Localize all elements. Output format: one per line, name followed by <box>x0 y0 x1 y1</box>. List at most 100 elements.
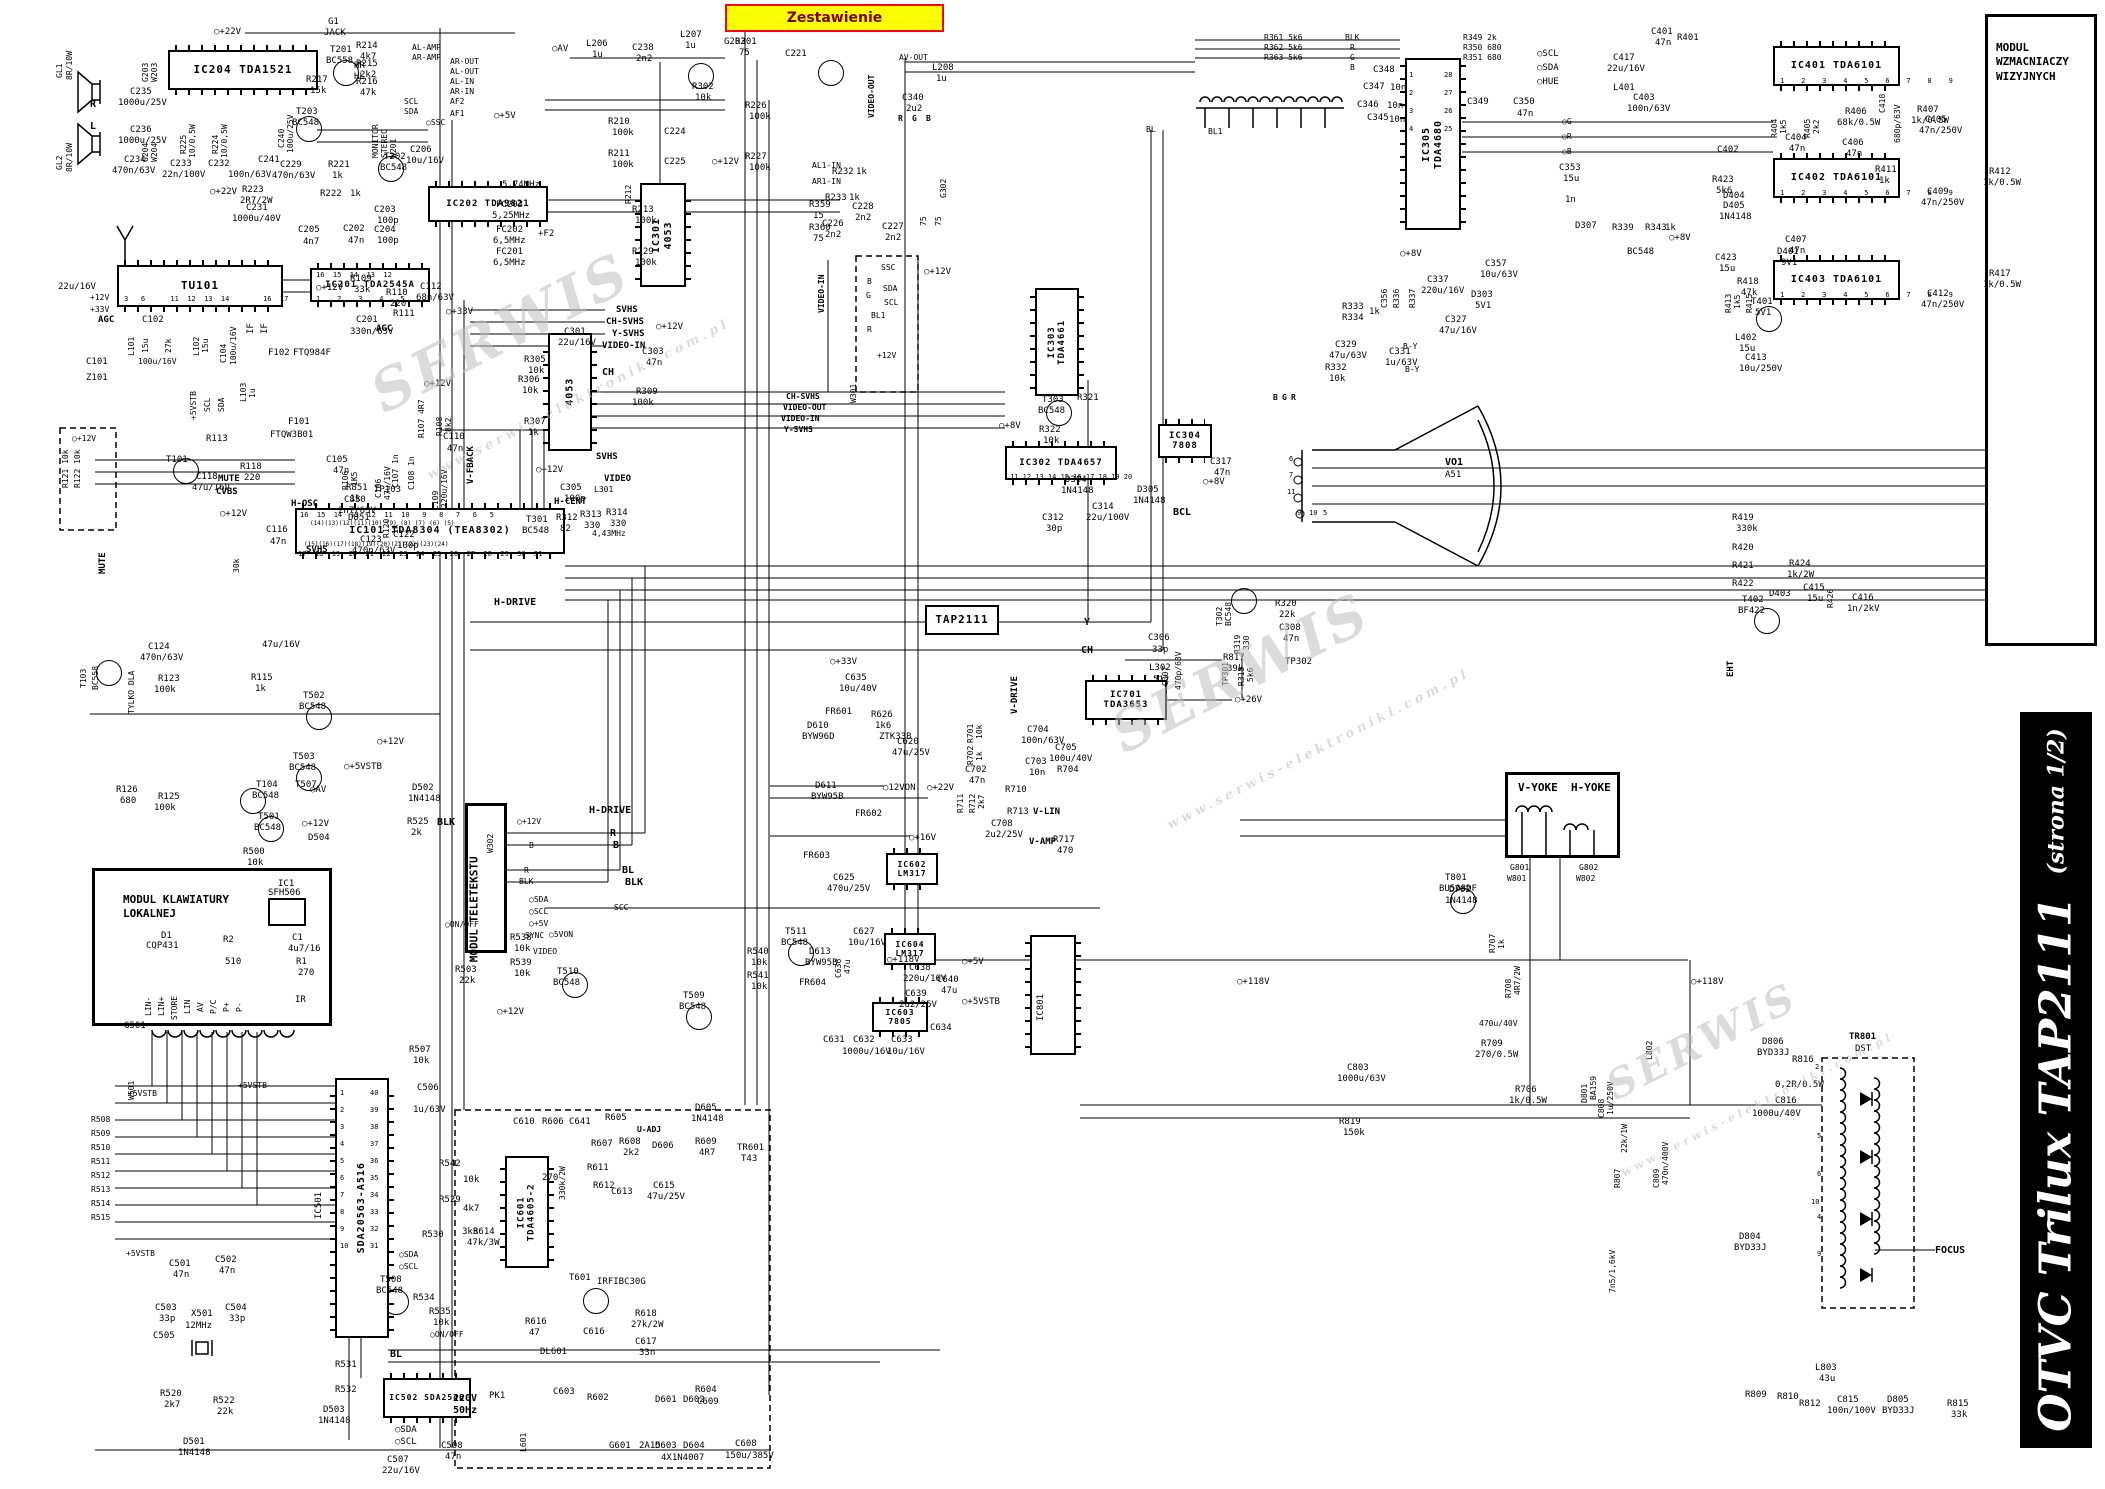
transistor-symbol <box>562 972 588 998</box>
schematic-label: G202 <box>724 37 746 47</box>
schematic-label: ○+12V <box>517 817 542 826</box>
schematic-label: DST <box>1855 1044 1872 1054</box>
schematic-label: T202 <box>384 152 406 162</box>
schematic-label: BF422 <box>1738 606 1766 616</box>
schematic-label: 2n2 <box>855 213 872 223</box>
schematic-label: C850 <box>344 495 366 505</box>
schematic-label: R339 <box>1612 223 1634 233</box>
schematic-label: ○B <box>1562 147 1572 156</box>
schematic-label: 10u/63V <box>1480 270 1518 280</box>
schematic-label: W501 <box>127 1080 136 1100</box>
schematic-label: R223 <box>242 185 264 195</box>
schematic-label: B <box>529 841 534 850</box>
schematic-label: 470n/63V <box>352 546 396 556</box>
schematic-label: IC501 <box>314 1191 324 1219</box>
schematic-label: R113 <box>206 434 228 444</box>
schematic-label: C226 <box>822 219 844 229</box>
ic-ic302-label: IC302 TDA4657 <box>1019 457 1103 468</box>
schematic-label: 47u/63V <box>1329 351 1367 361</box>
transistor-symbol <box>96 660 122 686</box>
schematic-label: ○+5V <box>494 111 516 121</box>
schematic-label: 470p/63V <box>1174 651 1183 690</box>
schematic-label: P+ <box>222 1002 231 1012</box>
schematic-label: V-FBACK <box>466 446 476 484</box>
schematic-label: ○5VON <box>549 930 574 939</box>
transistor-symbol <box>258 816 284 842</box>
schematic-label: 1N4148 <box>1719 212 1752 222</box>
schematic-label: R618 <box>635 1309 657 1319</box>
schematic-label: ○ON/OFF <box>445 920 479 929</box>
schematic-label: R362 5k6 <box>1264 43 1303 52</box>
schematic-label: 10k <box>247 858 264 868</box>
schematic-label: 1n <box>1565 195 1576 205</box>
schematic-label: 15u <box>1719 264 1736 274</box>
schematic-label: L302 <box>1149 663 1171 673</box>
ic-tap2111: TAP2111 <box>925 605 999 635</box>
ic-ic701: IC701 TDA3653 <box>1085 675 1167 725</box>
schematic-label: SDA <box>404 107 419 116</box>
schematic-label: G601 <box>609 1441 631 1451</box>
schematic-label: R816 <box>1792 1055 1814 1065</box>
schematic-label: C234 <box>124 155 146 165</box>
schematic-label: C221 <box>785 49 807 59</box>
schematic-label: C413 <box>1745 353 1767 363</box>
schematic-label: JACK <box>324 28 346 38</box>
schematic-label: R214 <box>356 41 378 51</box>
schematic-label: C307 <box>1161 666 1170 686</box>
schematic-label: H-CENT <box>554 497 587 507</box>
schematic-label: 220u/16V <box>440 469 449 508</box>
schematic-label: FOCUS <box>1935 1245 1966 1256</box>
schematic-label: R717 <box>1053 835 1075 845</box>
schematic-label: R520 <box>160 1389 182 1399</box>
schematic-label: 33k <box>1951 1410 1968 1420</box>
schematic-label: AV-OUT <box>899 53 928 62</box>
schematic-label: 47n <box>1846 149 1863 159</box>
schematic-label: 1 <box>340 1089 345 1097</box>
schematic-label: 15u <box>201 338 210 353</box>
schematic-label: G <box>866 291 871 300</box>
schematic-label: W802 <box>1576 874 1596 883</box>
schematic-label: 100k <box>154 685 176 695</box>
ic-ic403: IC403 TDA6101 <box>1773 255 1900 305</box>
schematic-label: R424 <box>1789 559 1811 569</box>
schematic-label: 1N4148 <box>1061 486 1094 496</box>
schematic-label: 47n <box>173 1270 190 1280</box>
schematic-label: R513 <box>91 1185 111 1194</box>
schematic-label: C412 <box>1927 289 1949 299</box>
schematic-label: R612 <box>593 1181 615 1191</box>
schematic-label: C620 <box>897 737 919 747</box>
schematic-label: R222 <box>320 189 342 199</box>
ic-ic401-label: IC401 TDA6101 <box>1790 60 1883 72</box>
schematic-label: R413 <box>1724 293 1733 313</box>
schematic-label: 100p <box>377 236 399 246</box>
schematic-label: R349 2k <box>1463 33 1497 42</box>
transistor-symbol <box>1231 588 1257 614</box>
schematic-label: R404 <box>1770 118 1779 138</box>
schematic-label: 680 <box>120 796 137 806</box>
schematic-label: ○SDA <box>395 1425 417 1435</box>
schematic-label: 10u/16V <box>887 1047 925 1057</box>
schematic-label: L301 <box>594 485 614 494</box>
schematic-label: 5 <box>1817 1132 1822 1140</box>
schematic-label: R212 <box>624 184 633 204</box>
schematic-label: TR601 <box>737 1143 765 1153</box>
schematic-label: 8k2 <box>444 417 453 432</box>
schematic-label: 2 <box>1815 1063 1820 1071</box>
schematic-label: R711 <box>956 793 965 813</box>
schematic-label: BC548 <box>781 938 809 948</box>
schematic-label: 1N4148 <box>691 1114 724 1124</box>
schematic-label: 4 <box>1409 125 1414 133</box>
schematic-label: R321 <box>1077 393 1099 403</box>
schematic-label: R611 <box>587 1163 609 1173</box>
schematic-label: R307 <box>524 417 546 427</box>
schematic-label: 1 2 3 4 5 6 7 8 9 <box>1780 77 1953 85</box>
schematic-label: C206 <box>410 145 432 155</box>
schematic-label: C241 <box>258 155 280 165</box>
schematic-label: 2n2 <box>885 233 902 243</box>
schematic-label: 9 <box>340 1225 345 1233</box>
ic-ic603: IC603 7805 <box>872 997 928 1037</box>
schematic-label: AF2 <box>450 97 465 106</box>
schematic-label: C303 <box>642 347 664 357</box>
schematic-label: 1k <box>332 171 343 181</box>
schematic-label: R712 <box>968 793 977 813</box>
